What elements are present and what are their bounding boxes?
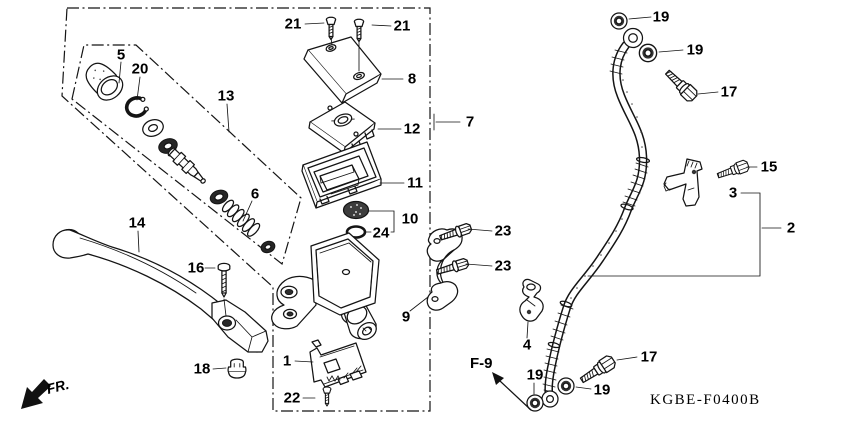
figure-ref-label: F-9 <box>470 355 493 372</box>
part-6-spring <box>221 199 261 237</box>
part-callout-23-12: 23 <box>495 223 512 240</box>
part-1-brake-switch <box>309 339 367 388</box>
part-8-reservoir-cap <box>303 36 382 104</box>
leader-lines <box>118 16 782 399</box>
part-11-diaphragm <box>301 141 382 209</box>
part-20-circlip <box>124 96 149 118</box>
part-13-piston <box>167 147 206 184</box>
part-callout-7-8: 7 <box>466 114 474 131</box>
figure-code: KGBE-F0400B <box>650 392 761 408</box>
part-10-float <box>342 200 370 220</box>
part-callout-3-24: 3 <box>729 185 737 202</box>
part-callout-19-29: 19 <box>594 382 611 399</box>
part-callout-21-5: 21 <box>394 18 411 35</box>
part-callout-19-21: 19 <box>687 42 704 59</box>
part-21-screw-right <box>353 18 365 43</box>
part-callout-13-2: 13 <box>218 88 235 105</box>
part-callout-4-26: 4 <box>523 337 532 354</box>
hose-stipple-texture <box>570 79 643 299</box>
master-cylinder-body <box>271 232 380 341</box>
part-17-banjo-bolt-upper <box>661 66 700 104</box>
part-14-brake-lever <box>52 228 269 353</box>
kit-spring-retainer <box>260 240 276 254</box>
part-callout-17-27: 17 <box>641 349 658 366</box>
part-callout-12-7: 12 <box>404 121 421 138</box>
part-callout-11-9: 11 <box>407 175 423 192</box>
part-callout-5-0: 5 <box>117 47 125 64</box>
part-12-diaphragm-plate <box>308 101 376 154</box>
front-label: FR. <box>45 376 71 397</box>
part-callout-1-18: 1 <box>283 353 291 370</box>
part-21-screw-left <box>325 16 337 41</box>
kit-washer <box>142 119 164 137</box>
assembly-boundary-outline <box>61 7 431 412</box>
part-callout-19-20: 19 <box>653 9 670 26</box>
part-2-brake-hose <box>541 27 651 408</box>
part-callout-18-17: 18 <box>194 361 211 378</box>
part-callout-19-28: 19 <box>527 367 544 384</box>
part-callout-21-4: 21 <box>285 16 302 33</box>
part-callout-10-10: 10 <box>402 211 419 228</box>
part-callout-22-19: 22 <box>284 390 301 407</box>
part-19-washer-upper <box>638 43 658 63</box>
part-callout-2-25: 2 <box>787 220 795 237</box>
part-callout-8-6: 8 <box>408 71 416 88</box>
part-15-bracket-bolt <box>715 158 751 182</box>
hose-lower-eyelet <box>541 390 559 408</box>
part-callout-17-22: 17 <box>721 84 738 101</box>
part-callout-14-15: 14 <box>129 215 146 232</box>
part-callout-15-23: 15 <box>761 159 778 176</box>
part-19-washer-lower-right <box>557 377 575 395</box>
hose-upper-eyelet <box>622 27 644 49</box>
part-callout-24-11: 24 <box>373 225 390 242</box>
part-5-boot <box>85 62 124 101</box>
part-callout-9-14: 9 <box>402 309 410 326</box>
part-callout-20-1: 20 <box>132 61 149 78</box>
front-direction-marker: FR. <box>21 376 71 409</box>
part-callout-6-3: 6 <box>251 186 259 203</box>
part-22-switch-screw <box>322 386 332 407</box>
part-callout-23-13: 23 <box>495 258 512 275</box>
part-3-hose-bracket <box>663 158 703 207</box>
part-9-handlebar-clamp <box>426 228 463 311</box>
part-18-pivot-nut <box>227 358 247 379</box>
kit-primary-cup <box>209 189 229 205</box>
part-19-washer-top <box>610 12 628 30</box>
part-16-pivot-bolt <box>217 262 231 298</box>
kit-13-boundary-outline <box>71 44 302 266</box>
front-arrow-icon <box>21 379 51 409</box>
f9-reference: F-9 <box>470 355 532 411</box>
part-4-hose-clamp <box>519 278 544 322</box>
f9-arrowhead-icon <box>492 372 504 385</box>
part-callout-16-16: 16 <box>188 260 205 277</box>
